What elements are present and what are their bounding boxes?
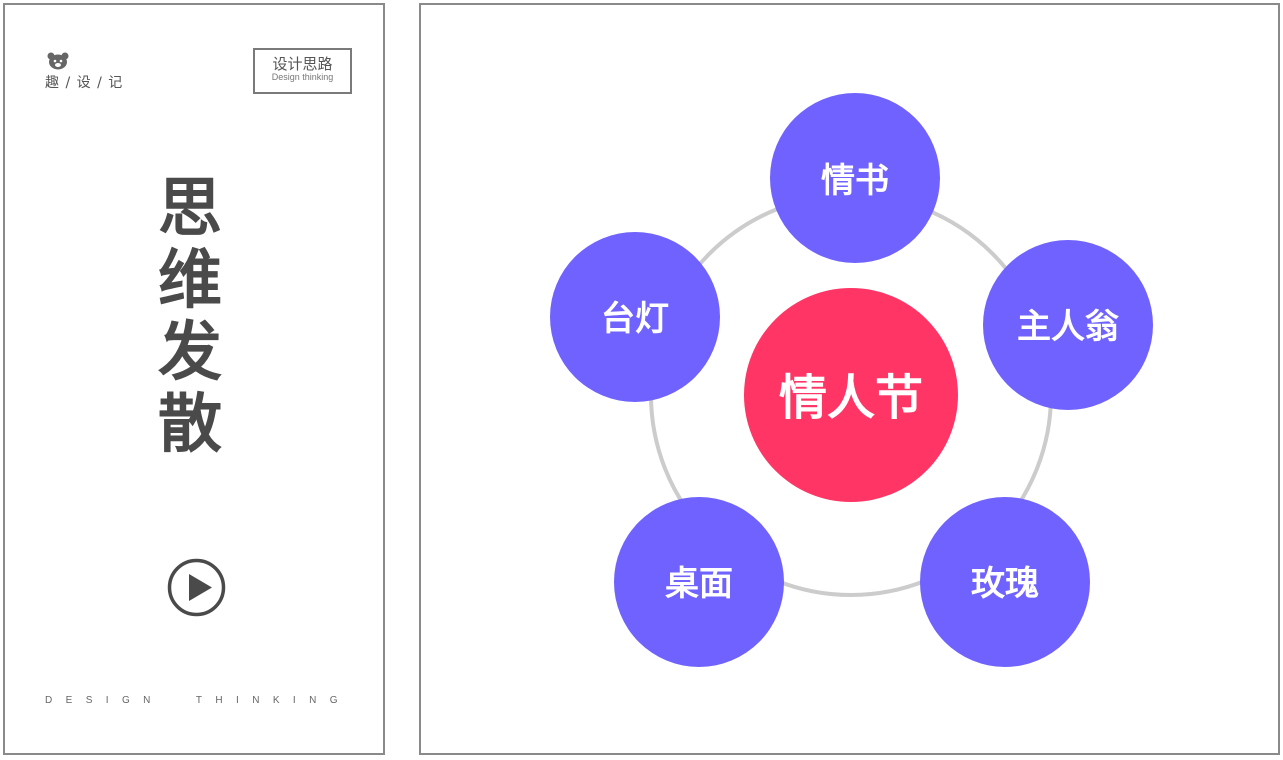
design-thinking-tag: 设计思路 Design thinking xyxy=(253,48,352,94)
title-char: 散 xyxy=(158,388,222,462)
satellite-node: 玫瑰 xyxy=(920,497,1090,667)
satellite-node-circle xyxy=(614,497,784,667)
mindmap-panel: 情人节 情书 主人翁 玫瑰 桌面 台灯 xyxy=(419,3,1280,755)
satellite-node-circle xyxy=(770,93,940,263)
satellite-node: 桌面 xyxy=(614,497,784,667)
center-node: 情人节 xyxy=(744,288,958,502)
satellite-node: 情书 xyxy=(770,93,940,263)
play-button[interactable] xyxy=(167,558,226,617)
page-title: 思 维 发 散 xyxy=(150,173,230,461)
satellite-node-circle xyxy=(550,232,720,402)
center-node-circle xyxy=(744,288,958,502)
satellite-node: 台灯 xyxy=(550,232,720,402)
title-char: 思 xyxy=(158,172,222,246)
satellite-node-label: 玫瑰 xyxy=(971,564,1039,604)
title-char: 发 xyxy=(158,316,222,390)
satellite-node-label: 情书 xyxy=(821,161,889,201)
cover-panel: 趣 / 设 / 记 设计思路 Design thinking 思 维 发 散 D… xyxy=(3,3,385,755)
play-circle-icon xyxy=(167,558,226,617)
center-node-label: 情人节 xyxy=(779,370,923,426)
satellite-node-circle xyxy=(983,240,1153,410)
satellite-node-label: 台灯 xyxy=(601,299,669,339)
satellite-node-label: 主人翁 xyxy=(1017,307,1119,347)
title-char: 维 xyxy=(158,244,222,318)
satellite-node-circle xyxy=(920,497,1090,667)
satellite-node: 主人翁 xyxy=(983,240,1153,410)
tag-title: 设计思路 xyxy=(272,55,333,73)
brand-name: 趣 / 设 / 记 xyxy=(45,75,124,91)
mindmap-diagram: 情人节 情书 主人翁 玫瑰 桌面 台灯 xyxy=(550,93,1153,667)
footer-caption: DESIGN THINKING xyxy=(45,695,351,706)
bear-face-icon xyxy=(47,52,69,70)
tag-subtitle: Design thinking xyxy=(271,72,334,82)
satellite-node-label: 桌面 xyxy=(665,564,733,604)
brand-logo: 趣 / 设 / 记 xyxy=(45,52,123,92)
